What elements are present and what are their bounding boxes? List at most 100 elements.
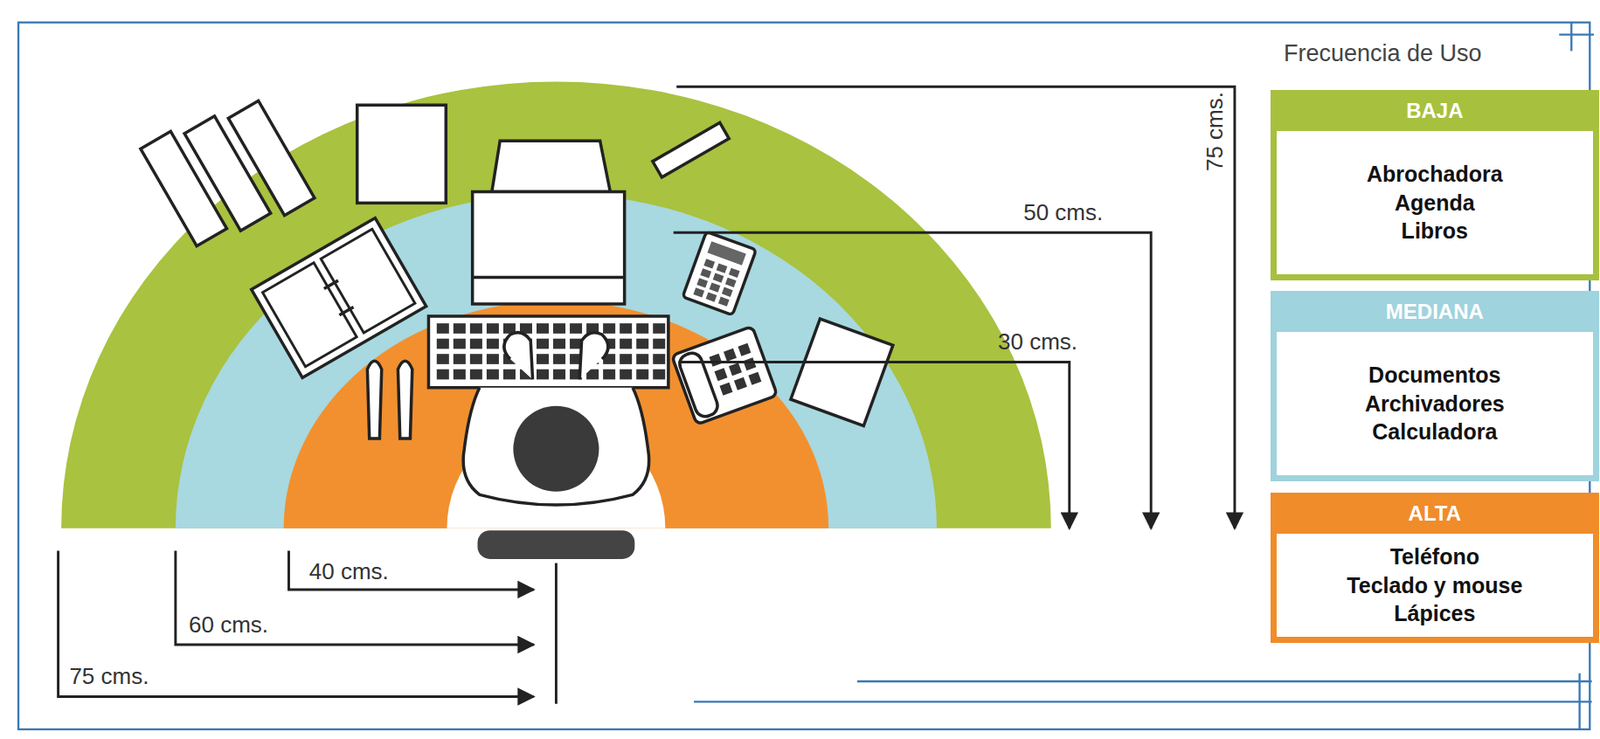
monitor-edge — [472, 276, 625, 280]
frame-line — [1578, 673, 1580, 730]
dimension-label: 60 cms. — [188, 612, 269, 638]
low-frequency-band — [61, 81, 1052, 528]
keyboard-key — [553, 339, 566, 350]
item-name: Calculadora — [1371, 417, 1497, 447]
keyboard-key — [486, 353, 499, 365]
calculator-key — [721, 287, 734, 298]
books — [140, 100, 315, 246]
keyboard-key — [453, 353, 466, 365]
pencil — [367, 360, 381, 439]
keyboard-key — [536, 339, 549, 350]
dimension-line — [175, 551, 534, 645]
keyboard-key — [470, 369, 483, 381]
chair-seat — [477, 530, 636, 560]
keyboard-key — [619, 323, 632, 334]
agenda-ring — [324, 280, 339, 289]
item-panel: DocumentosArchivadoresCalculadora — [1276, 332, 1594, 476]
pencils — [367, 360, 412, 439]
item-name: Documentos — [1368, 360, 1501, 390]
agenda-page — [262, 263, 357, 368]
keyboard-key — [536, 353, 549, 365]
keyboard-key — [636, 353, 649, 365]
keyboard-key — [652, 323, 665, 334]
dimension-label: 75 cms. — [69, 664, 149, 690]
telephone-key — [737, 343, 751, 357]
keyboard-key — [453, 323, 466, 334]
calculator-keys — [692, 258, 740, 307]
calculator-key — [706, 291, 718, 302]
frequency-heading: MEDIANA — [1276, 290, 1594, 333]
telephone-body — [671, 325, 778, 425]
keyboard-body — [428, 316, 668, 388]
frame-line — [857, 680, 1593, 683]
dimension-label: 50 cms. — [1023, 200, 1103, 226]
calculator-key — [716, 263, 728, 273]
person-hand — [504, 332, 534, 381]
monitor-screen — [472, 192, 625, 305]
keyboard-key — [436, 353, 450, 365]
keyboard — [428, 316, 668, 388]
dimension-line — [58, 551, 534, 698]
legend-box: BAJAAbrochadoraAgendaLibros — [1270, 90, 1600, 281]
keyboard-key — [470, 353, 483, 365]
calculator-key — [696, 277, 708, 288]
dimension-line — [673, 232, 1151, 529]
agenda-ring — [339, 306, 354, 315]
telephone-key — [723, 348, 737, 362]
person — [463, 332, 650, 560]
keyboard-key — [453, 339, 466, 350]
dimension-lines — [58, 86, 1235, 704]
dimension-label: 75 cms. — [1202, 91, 1228, 172]
monitor-back — [491, 140, 610, 192]
ruler — [652, 122, 729, 178]
reference-line — [554, 563, 558, 705]
telephone-key — [734, 377, 748, 391]
frame-line — [693, 700, 1593, 703]
dimension-line — [288, 551, 534, 590]
keyboard-key — [486, 369, 499, 381]
keyboard-key — [602, 323, 616, 334]
keyboard-key — [436, 339, 450, 350]
legend-heading: Frecuencia de Uso — [1283, 41, 1483, 68]
calculator-key — [709, 282, 721, 292]
telephone-key — [714, 367, 728, 381]
person-head — [512, 406, 599, 492]
keyboard-key — [553, 353, 566, 365]
paper-sheet — [357, 104, 447, 203]
keyboard-key — [486, 339, 499, 350]
telephone-key — [728, 362, 742, 376]
keyboard-key — [602, 369, 616, 381]
calculator-key — [699, 268, 712, 278]
keyboard-key — [453, 369, 466, 381]
keyboard-key — [470, 323, 483, 334]
telephone-key — [748, 372, 762, 386]
item-name: Lápices — [1393, 599, 1476, 629]
agenda-cover — [251, 218, 427, 379]
legend-box: ALTATeléfonoTeclado y mouseLápices — [1270, 492, 1600, 644]
book — [228, 100, 315, 215]
keyboard-key — [652, 353, 665, 365]
calculator-key — [725, 277, 737, 288]
legend-box: MEDIANADocumentosArchivadoresCalculadora — [1270, 290, 1600, 482]
keyboard-key — [619, 353, 632, 365]
item-panel: AbrochadoraAgendaLibros — [1276, 131, 1594, 275]
telephone-key — [709, 353, 723, 368]
keyboard-key — [536, 369, 549, 381]
person-body — [463, 387, 650, 506]
calculator-key — [703, 258, 715, 269]
frequency-heading: ALTA — [1276, 492, 1594, 534]
telephone — [671, 325, 778, 425]
calculator-key — [713, 272, 725, 283]
frequency-heading: BAJA — [1276, 90, 1594, 132]
telephone-keys — [709, 343, 762, 396]
agenda — [251, 218, 427, 379]
item-name: Teclado y mouse — [1346, 571, 1523, 601]
dimension-label: 30 cms. — [997, 329, 1078, 355]
calculator-key — [692, 287, 705, 298]
item-name: Agenda — [1394, 188, 1476, 218]
dimension-line — [678, 362, 1070, 529]
keyboard-key — [553, 369, 566, 381]
keyboard-key — [569, 323, 582, 334]
keyboard-key — [503, 369, 516, 381]
frame-tick — [1570, 22, 1573, 52]
